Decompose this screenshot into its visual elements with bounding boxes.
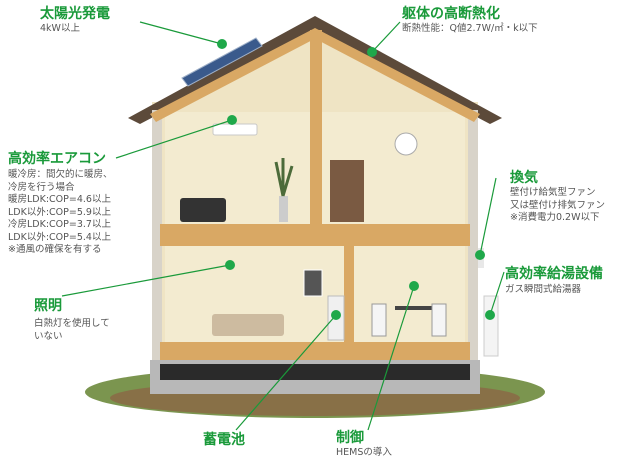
ventilation-desc-line: 又は壁付け排気ファン [510, 199, 606, 211]
aircon-title: 高効率エアコン [8, 151, 106, 167]
marker-dot [227, 115, 237, 125]
lighting-desc: 白熱灯を使用して いない [34, 318, 110, 343]
control-desc-line: HEMSの導入 [336, 447, 392, 458]
connector-ventilation [479, 177, 497, 256]
left-wall-insulation [152, 110, 162, 360]
living-sofa [212, 314, 284, 336]
marker-dot [409, 281, 419, 291]
dining-chair [431, 303, 447, 337]
waterheater-desc-line: ガス瞬間式給湯器 [505, 284, 582, 295]
lighting-title: 照明 [34, 298, 62, 314]
marker-dot [485, 310, 495, 320]
lighting-desc-line: 白熱灯を使用して [34, 318, 110, 329]
wall-clock [394, 132, 418, 156]
crawl-space [160, 364, 470, 380]
right-wall-insulation [468, 110, 478, 360]
insulation-desc-line: 断熱性能：Q値2.7W/㎡・k以下 [402, 23, 538, 34]
solar-panel [181, 37, 263, 87]
first-floor-beam [160, 342, 470, 360]
plant [274, 158, 294, 197]
connector-control [367, 285, 415, 431]
aircon-desc-line: 暖房LDK:COP=4.6以上 [8, 194, 111, 205]
dining-chair [371, 303, 387, 337]
connector-waterheater [489, 271, 505, 316]
ventilation-desc: 壁付け給気型ファン 又は壁付け排気ファン ※消費電力0.2W以下 [510, 187, 605, 225]
marker-dots [217, 39, 495, 320]
aircon-desc-line: LDK以外:COP=5.4以上 [8, 231, 111, 243]
ventilation-desc-line: ※消費電力0.2W以下 [510, 212, 600, 223]
waterheater-title: 高効率給湯設備 [505, 266, 603, 282]
aircon-desc-line: ※通風の確保を有する [8, 244, 102, 255]
aircon-desc: 暖冷房：間欠的に暖房、 冷房を行う場合 暖房LDK:COP=4.6以上 LDK以… [8, 169, 113, 257]
ventilation-desc-line: 壁付け給気型ファン [510, 187, 596, 198]
solar-title: 太陽光発電 [40, 6, 110, 22]
lighting-desc-line: いない [34, 330, 63, 342]
connector-solar [139, 21, 223, 45]
connector-lighting [61, 264, 231, 297]
connector-battery [235, 314, 337, 431]
marker-dot [217, 39, 227, 49]
upstairs-sofa [180, 198, 226, 222]
connector-insulation [371, 21, 401, 53]
right-rafter [310, 28, 480, 122]
marker-dot [331, 310, 341, 320]
wall-picture [303, 269, 323, 297]
plant-pot [279, 196, 288, 222]
connector-lines [61, 21, 505, 431]
control-desc: HEMSの導入 [336, 447, 392, 460]
aircon-desc-line: 冷房LDK:COP=3.7以上 [8, 219, 111, 230]
dining-table [395, 306, 445, 310]
water-heater-unit [483, 295, 499, 357]
insulation-title: 躯体の高断熱化 [402, 6, 500, 22]
second-floor-beam [160, 224, 470, 246]
control-title: 制御 [336, 430, 364, 446]
solar-desc-line: 4kW以上 [40, 23, 80, 34]
aircon-desc-line: LDK以外:COP=5.9以上 [8, 206, 111, 218]
insulation-desc: 断熱性能：Q値2.7W/㎡・k以下 [402, 23, 538, 36]
central-post [310, 30, 322, 224]
marker-dot [475, 250, 485, 260]
solar-desc: 4kW以上 [40, 23, 80, 36]
marker-dot [225, 260, 235, 270]
ventilation-title: 換気 [510, 170, 538, 186]
bookshelf [330, 160, 364, 222]
air-conditioner [212, 123, 258, 136]
connector-aircon [115, 119, 233, 159]
left-rafter [150, 28, 320, 122]
waterheater-desc: ガス瞬間式給湯器 [505, 284, 581, 297]
aircon-desc-line: 暖冷房：間欠的に暖房、 [8, 169, 113, 180]
battery-title: 蓄電池 [203, 432, 245, 448]
lower-post [344, 246, 354, 342]
aircon-desc-line: 冷房を行う場合 [8, 181, 75, 193]
marker-dot [367, 47, 377, 57]
